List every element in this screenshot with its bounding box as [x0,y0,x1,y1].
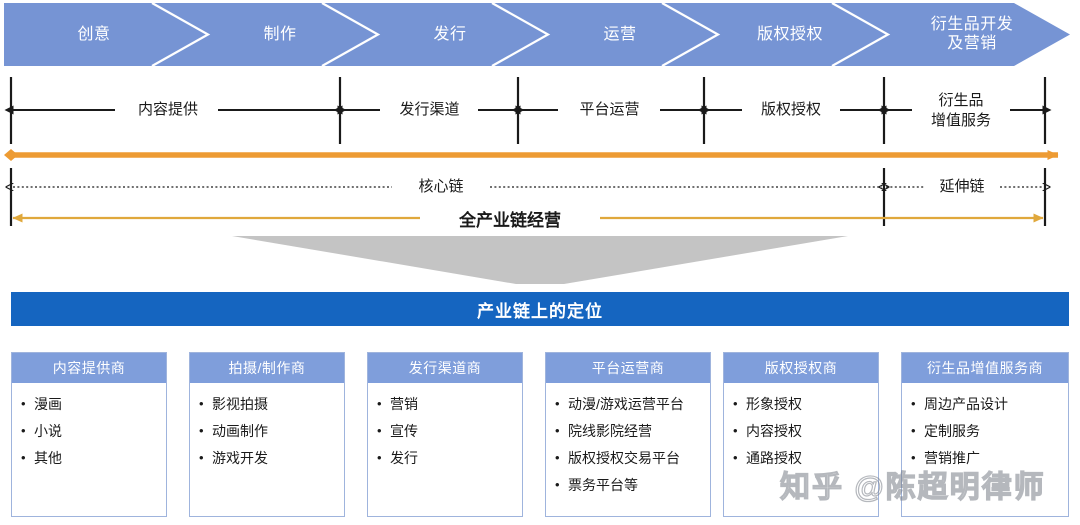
card-body: 形象授权 内容授权 通路授权 [724,383,878,472]
list-item: 动画制作 [199,417,338,445]
card-item-list: 影视拍摄 动画制作 游戏开发 [199,390,338,472]
list-item: 宣传 [377,417,516,445]
chevron-label-5: 衍生品开发 及营销 [930,16,1014,52]
card-production[interactable]: 拍摄/制作商 影视拍摄 动画制作 游戏开发 [189,352,345,517]
chevron-label-0: 创意 [77,25,111,43]
card-title: 发行渠道商 [368,353,522,383]
card-title: 拍摄/制作商 [190,353,344,383]
card-title: 内容提供商 [12,353,166,383]
list-item: 小说 [21,417,160,445]
value-chain-chevron-band: 创意 制作 发行 运营 版权授权 衍生品开发 及营销 [0,0,1080,70]
card-item-list: 形象授权 内容授权 通路授权 [733,390,872,472]
list-item: 漫画 [21,390,160,418]
list-item: 游戏开发 [199,444,338,472]
card-item-list: 漫画 小说 其他 [21,390,160,472]
list-item: 周边产品设计 [911,390,1062,418]
card-item-list: 营销 宣传 发行 [377,390,516,472]
chevron-label-2: 发行 [433,25,467,43]
funnel-arrow [232,236,848,284]
segment-label-2: 平台运营 [579,101,640,118]
whole-chain-label: 全产业链经营 [459,210,561,230]
segment-label-4: 衍生品 增值服务 [930,92,991,129]
card-distribution-channel[interactable]: 发行渠道商 营销 宣传 发行 [367,352,523,517]
list-item: 票务平台等 [555,471,704,499]
list-item: 院线影院经营 [555,417,704,445]
positioning-cards-row: 内容提供商 漫画 小说 其他 拍摄/制作商 影视拍摄 动画制作 游戏开发 发行渠… [11,352,1069,518]
card-content-provider[interactable]: 内容提供商 漫画 小说 其他 [11,352,167,517]
list-item: 其他 [21,444,160,472]
chevron-label-3: 运营 [603,25,637,43]
measure-shapes [4,77,1059,226]
card-item-list: 周边产品设计 定制服务 营销推广 [911,390,1062,472]
funnel-shape [232,236,848,284]
card-copyright-licensor[interactable]: 版权授权商 形象授权 内容授权 通路授权 [723,352,879,517]
section-title-banner: 产业链上的定位 [11,292,1069,326]
list-item: 动漫/游戏运营平台 [555,390,704,418]
list-item: 形象授权 [733,390,872,418]
card-body: 周边产品设计 定制服务 营销推广 [902,383,1068,472]
chain-label-extended: 延伸链 [939,178,985,195]
value-chain-measure-layer: 内容提供 发行渠道 平台运营 版权授权 衍生品 增值服务 核心链 延伸链 全产业… [0,66,1080,236]
card-body: 影视拍摄 动画制作 游戏开发 [190,383,344,472]
segment-label-1: 发行渠道 [399,101,460,118]
card-platform-operator[interactable]: 平台运营商 动漫/游戏运营平台 院线影院经营 版权授权交易平台 票务平台等 [545,352,711,517]
chain-label-core: 核心链 [418,178,464,195]
list-item: 营销推广 [911,444,1062,472]
list-item: 定制服务 [911,417,1062,445]
chevron-shapes [4,2,1070,67]
card-body: 漫画 小说 其他 [12,383,166,472]
card-derivative-service[interactable]: 衍生品增值服务商 周边产品设计 定制服务 营销推广 [901,352,1069,517]
list-item: 版权授权交易平台 [555,444,704,472]
card-body: 营销 宣传 发行 [368,383,522,472]
card-title: 衍生品增值服务商 [902,353,1068,383]
list-item: 营销 [377,390,516,418]
card-item-list: 动漫/游戏运营平台 院线影院经营 版权授权交易平台 票务平台等 [555,390,704,499]
card-body: 动漫/游戏运营平台 院线影院经营 版权授权交易平台 票务平台等 [546,383,710,499]
chevron-label-4: 版权授权 [756,25,823,43]
list-item: 内容授权 [733,417,872,445]
section-title-text: 产业链上的定位 [477,301,603,321]
list-item: 通路授权 [733,444,872,472]
card-title: 版权授权商 [724,353,878,383]
segment-label-3: 版权授权 [760,101,821,118]
chevron-label-1: 制作 [263,25,297,43]
list-item: 发行 [377,444,516,472]
card-title: 平台运营商 [546,353,710,383]
segment-label-0: 内容提供 [137,101,198,118]
list-item: 影视拍摄 [199,390,338,418]
